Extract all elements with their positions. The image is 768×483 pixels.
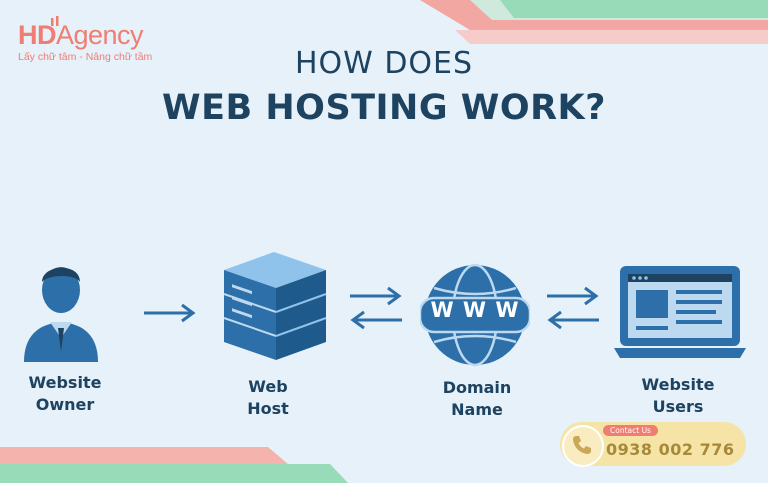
logo-signal-icon <box>51 16 59 26</box>
person-icon <box>24 267 98 362</box>
label-domain-name: Domain Name <box>412 377 542 421</box>
owner-line-2: Owner <box>35 395 95 414</box>
arrow-right-icon <box>144 303 196 323</box>
label-web-host: Web Host <box>203 376 333 420</box>
server-icon <box>223 252 327 360</box>
contact-us-tag[interactable]: Contact Us <box>603 425 658 436</box>
label-website-owner: Website Owner <box>0 372 130 416</box>
users-line-2: Users <box>652 397 704 416</box>
domain-line-1: Domain <box>442 378 512 397</box>
logo-agency: Agency <box>56 20 144 50</box>
title-line-1: HOW DOES <box>294 46 474 81</box>
phone-icon[interactable] <box>569 432 595 458</box>
double-arrow-icon <box>350 286 402 330</box>
users-line-1: Website <box>641 375 715 394</box>
logo-tagline: Lấy chữ tâm - Nâng chữ tầm <box>18 51 153 63</box>
double-arrow-icon <box>547 286 599 330</box>
phone-icon-circle[interactable] <box>562 425 604 467</box>
host-line-1: Web <box>248 377 288 396</box>
logo-hd: HD <box>18 20 57 50</box>
domain-line-2: Name <box>451 400 503 419</box>
contact-phone-number[interactable]: 0938 002 776 <box>606 440 735 459</box>
title-line-2: WEB HOSTING WORK? <box>162 88 606 128</box>
brand-logo: HDAgency Lấy chữ tâm - Nâng chữ tầm <box>18 20 152 63</box>
globe-icon <box>420 263 530 367</box>
logo-wordmark: HDAgency <box>18 20 152 51</box>
host-line-2: Host <box>247 399 289 418</box>
label-website-users: Website Users <box>613 374 743 418</box>
globe-www-label: W W W <box>430 298 520 322</box>
owner-line-1: Website <box>28 373 102 392</box>
laptop-website-icon <box>614 266 746 358</box>
